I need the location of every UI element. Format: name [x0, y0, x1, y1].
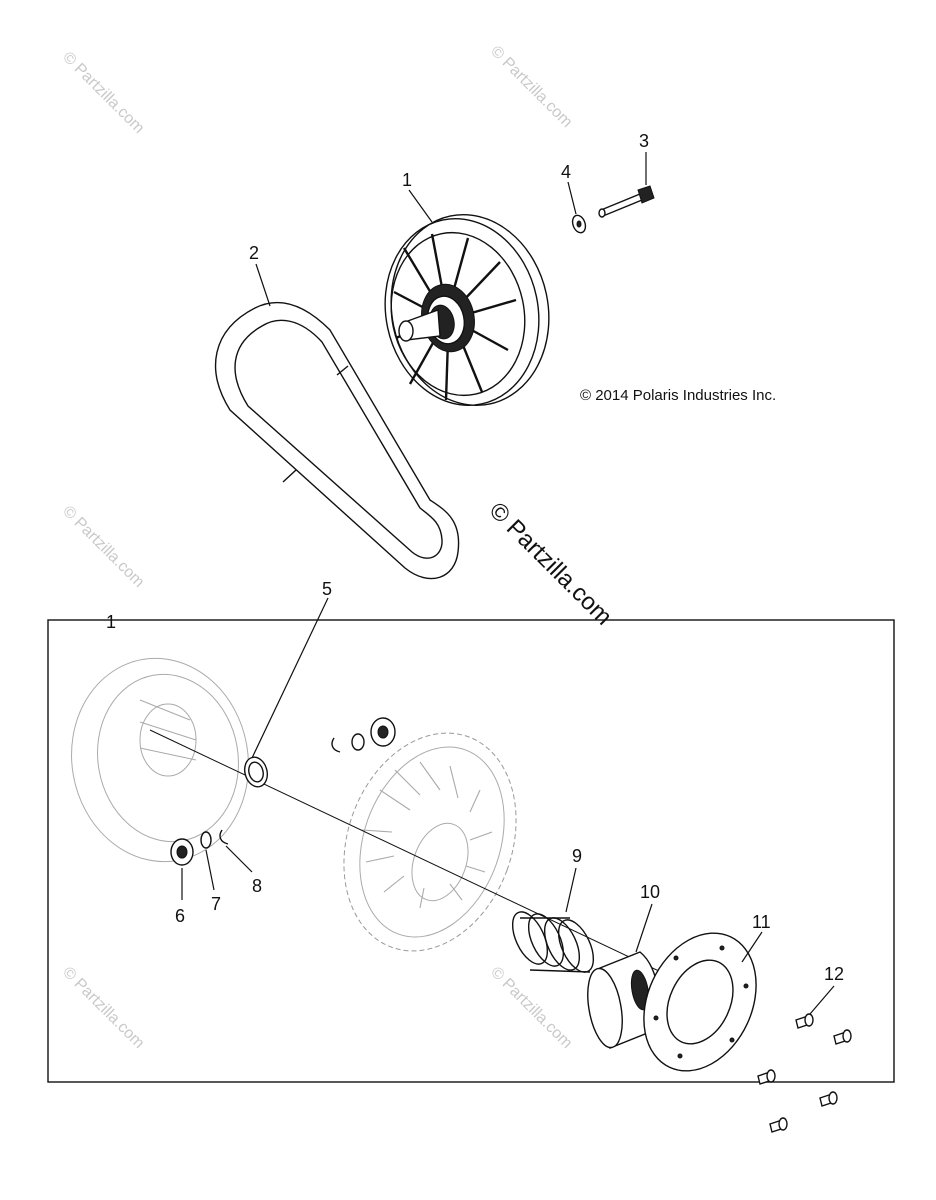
callout-2: 2 [249, 243, 259, 263]
leader-11 [741, 931, 763, 963]
leader-12 [809, 985, 835, 1015]
leader-5 [251, 597, 329, 759]
leader-1-top [408, 189, 433, 223]
watermark-bottom-left: © Partzilla.com [59, 964, 147, 1052]
callout-8: 8 [252, 876, 262, 896]
watermark-bottom-mid: © Partzilla.com [487, 964, 575, 1052]
screw-4 [819, 1091, 838, 1107]
callout-1-box: 1 [106, 612, 116, 632]
callout-4: 4 [561, 162, 571, 182]
watermark-top-mid: © Partzilla.com [487, 43, 575, 131]
bolt-part-3 [598, 185, 655, 218]
exploded-view-frame [47, 619, 895, 1083]
clip-part-8 [219, 829, 229, 845]
screw-1 [795, 1013, 814, 1029]
secondary-clutch-top [384, 214, 550, 406]
screws-part-12 [757, 1013, 852, 1133]
screw-3 [757, 1069, 776, 1085]
clutch-spokes [393, 233, 517, 401]
leader-10 [635, 903, 653, 953]
leader-8 [225, 845, 253, 873]
leader-4 [567, 181, 577, 215]
washer-part-7 [200, 831, 212, 849]
callout-3: 3 [639, 131, 649, 151]
o-ring-inner [248, 761, 264, 783]
drive-belt [215, 301, 460, 580]
callout-12: 12 [824, 964, 844, 984]
screw-2 [833, 1029, 852, 1045]
watermark-top-left: © Partzilla.com [59, 49, 147, 137]
upper-roller-assembly [331, 717, 396, 753]
screw-5 [769, 1117, 788, 1133]
cover-plate-part-11 [643, 932, 757, 1072]
callout-9: 9 [572, 846, 582, 866]
watermark-group: © Partzilla.com © Partzilla.com © Partzi… [59, 43, 575, 1052]
callout-7: 7 [211, 894, 221, 914]
callout-10: 10 [640, 882, 660, 902]
watermark-center: © Partzilla.com [484, 497, 617, 630]
spring-part-9 [511, 911, 595, 973]
moveable-sheave-ghost [343, 732, 517, 952]
callout-5: 5 [322, 579, 332, 599]
o-ring-part-5 [243, 756, 269, 788]
roller-part-6 [170, 838, 194, 866]
leader-9 [565, 867, 577, 913]
copyright-text: © 2014 Polaris Industries Inc. [580, 387, 776, 404]
watermark-mid-left: © Partzilla.com [59, 503, 147, 591]
callout-6: 6 [175, 906, 185, 926]
leader-2 [255, 263, 271, 307]
washer-hole [576, 220, 582, 228]
callout-11: 11 [752, 912, 771, 932]
callout-1-top: 1 [402, 170, 412, 190]
leader-7 [205, 849, 215, 891]
fixed-sheave-ghost [71, 657, 249, 863]
